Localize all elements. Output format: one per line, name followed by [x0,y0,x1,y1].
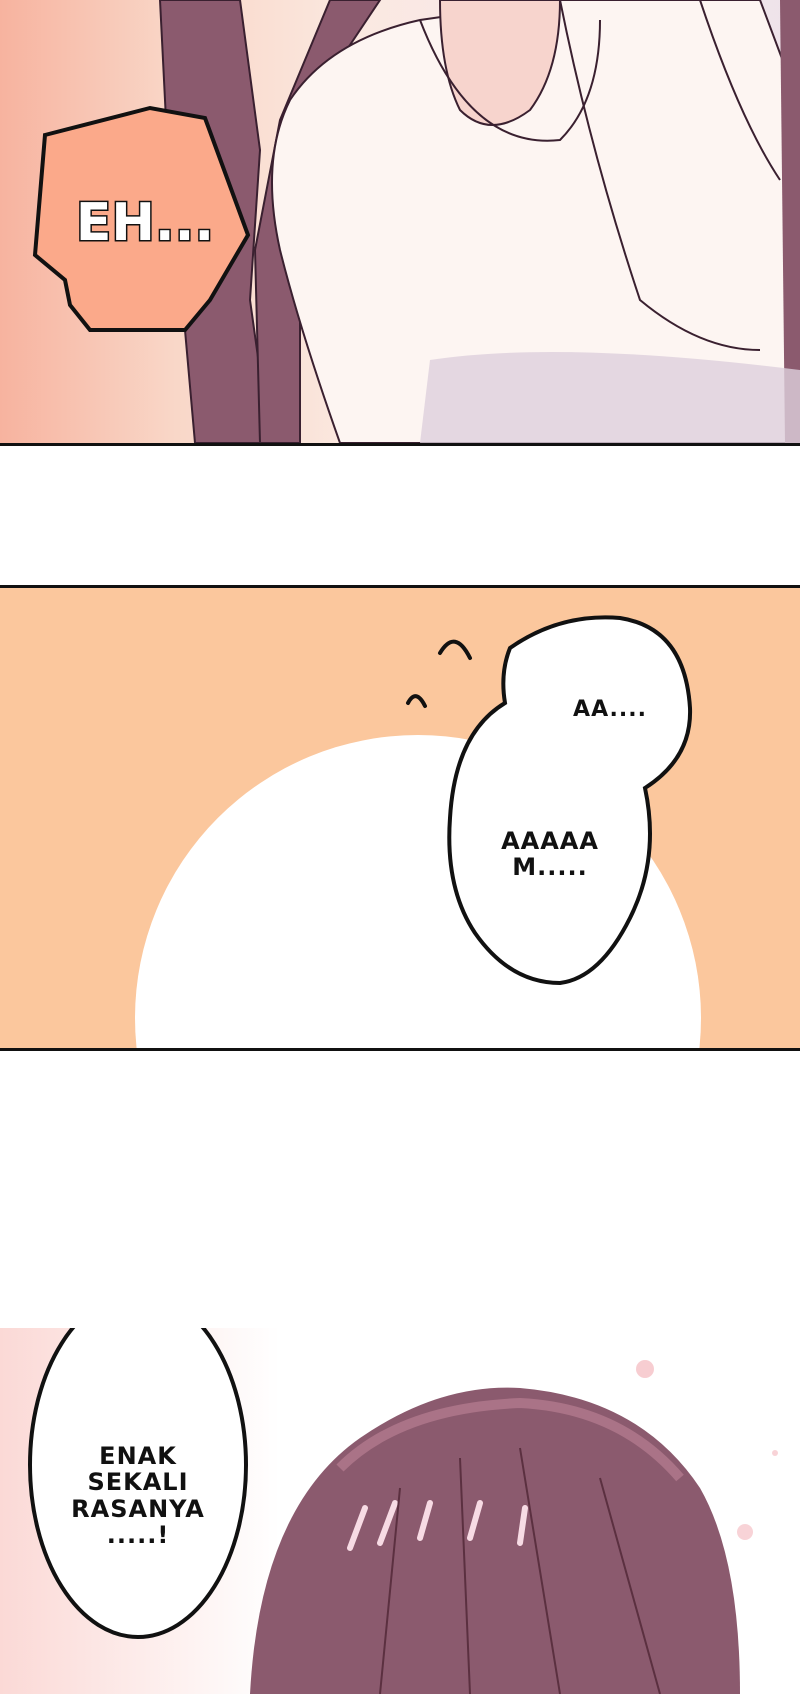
aaaaam-line-1: AAAAA [501,827,599,855]
enak-speech-bubble [28,1328,248,1639]
eh-speech-bubble [32,105,251,332]
enak-line-2: SEKALI [87,1468,189,1497]
hair-strands [379,1447,661,1694]
enak-bubble-text: ENAK SEKALI RASANYA .....! [58,1443,218,1549]
panel-3-artwork [28,1328,778,1694]
enak-line-4: .....! [106,1521,170,1550]
comic-panel-1: EH... [0,0,800,446]
sleeve-fold [699,0,781,181]
eh-bubble-text: EH... [74,193,215,253]
enak-line-3: RASANYA [71,1494,205,1523]
aa-speech-bubble [447,615,693,986]
hair-top [250,1387,740,1694]
comic-panel-2: AA.... AAAAA M..... [0,585,800,1051]
arm-fold [559,0,761,351]
collar [419,19,601,142]
shirt [271,0,800,443]
bokeh-dot [772,1450,778,1456]
bokeh-dot [636,1360,654,1378]
neck [438,0,562,126]
aaaaam-bubble-text: AAAAA M..... [485,828,615,881]
enak-line-1: ENAK [99,1442,177,1470]
bokeh-dot [737,1524,753,1540]
aa-bubble-text: AA.... [573,697,647,722]
hair-right [780,0,800,443]
panel-2-artwork [135,615,701,1048]
hair-shine [347,1500,528,1551]
hair-highlight [336,1397,684,1482]
panel-1-artwork [32,0,800,443]
comic-panel-3: ENAK SEKALI RASANYA .....! [0,1328,800,1694]
aaaaam-line-2: M..... [512,853,588,882]
sweat-drop-icon [438,639,472,660]
shirt-shadow [420,352,800,443]
sweat-drop-icon [406,694,427,708]
